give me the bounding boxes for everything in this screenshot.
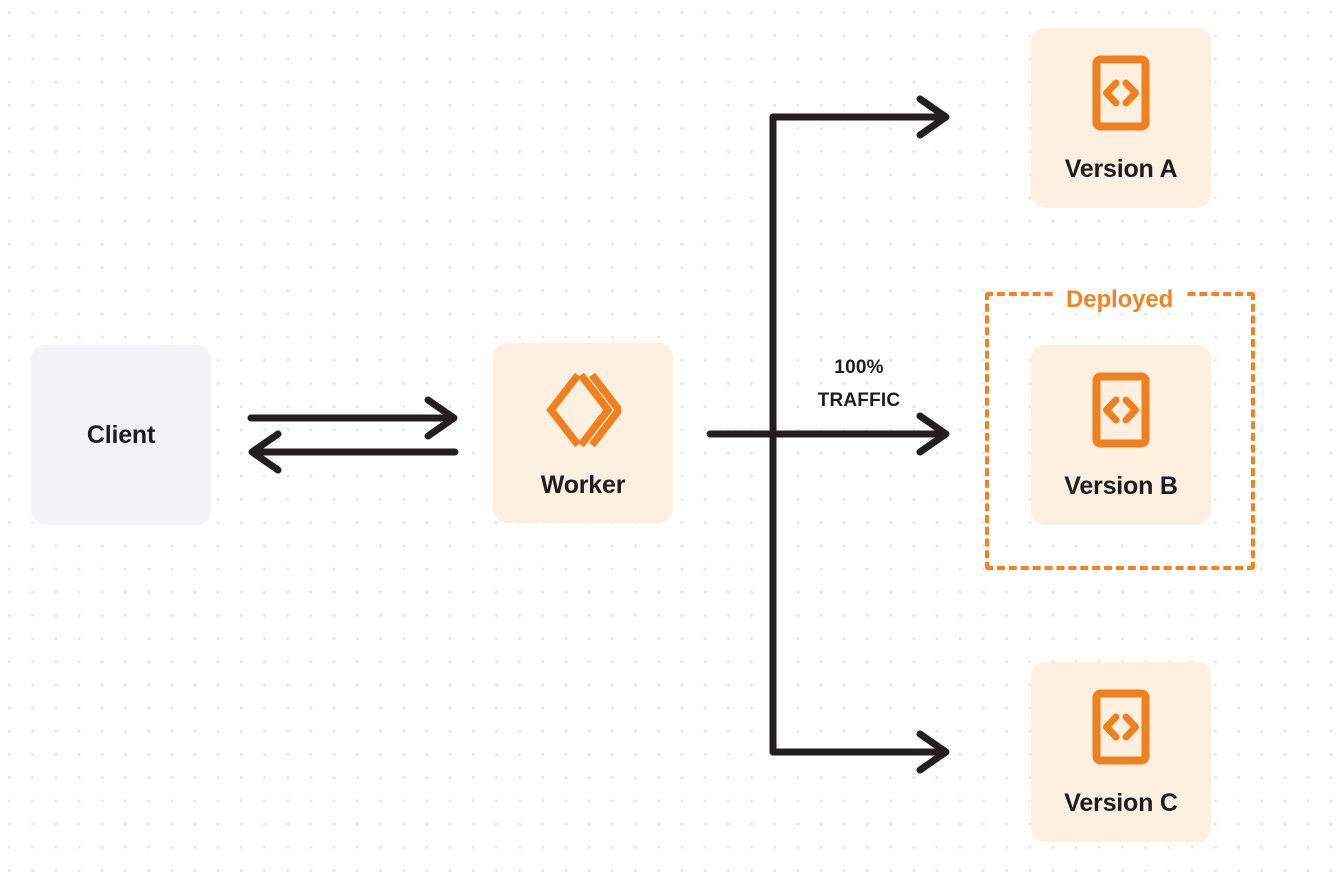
node-version-c[interactable]: Version C bbox=[1031, 662, 1211, 842]
node-version-b-label: Version B bbox=[1064, 471, 1178, 500]
node-version-c-label: Version C bbox=[1064, 788, 1178, 817]
node-version-a[interactable]: Version A bbox=[1031, 28, 1211, 208]
node-worker-label: Worker bbox=[540, 470, 626, 499]
edge-worker-to-version-c bbox=[769, 730, 950, 774]
code-file-icon bbox=[1092, 55, 1150, 131]
group-deployed-label: Deployed bbox=[1054, 288, 1186, 312]
node-worker[interactable]: Worker bbox=[493, 343, 673, 523]
traffic-percent-caption: TRAFFIC bbox=[817, 389, 901, 411]
workers-logo-icon bbox=[545, 369, 624, 451]
edge-worker-to-client bbox=[248, 430, 459, 474]
traffic-percent-value: 100% bbox=[834, 357, 884, 378]
node-version-a-label: Version A bbox=[1064, 154, 1178, 183]
code-file-icon bbox=[1092, 372, 1150, 448]
edge-worker-to-version-a bbox=[769, 95, 950, 139]
traffic-percentage-label: 100% TRAFFIC bbox=[784, 352, 934, 417]
node-version-b[interactable]: Version B bbox=[1031, 345, 1211, 525]
code-file-icon bbox=[1092, 689, 1150, 765]
node-client-label: Client bbox=[86, 420, 156, 449]
node-client[interactable]: Client bbox=[31, 345, 211, 525]
edge-client-to-worker bbox=[247, 396, 458, 440]
edge-worker-to-version-b bbox=[706, 412, 950, 456]
